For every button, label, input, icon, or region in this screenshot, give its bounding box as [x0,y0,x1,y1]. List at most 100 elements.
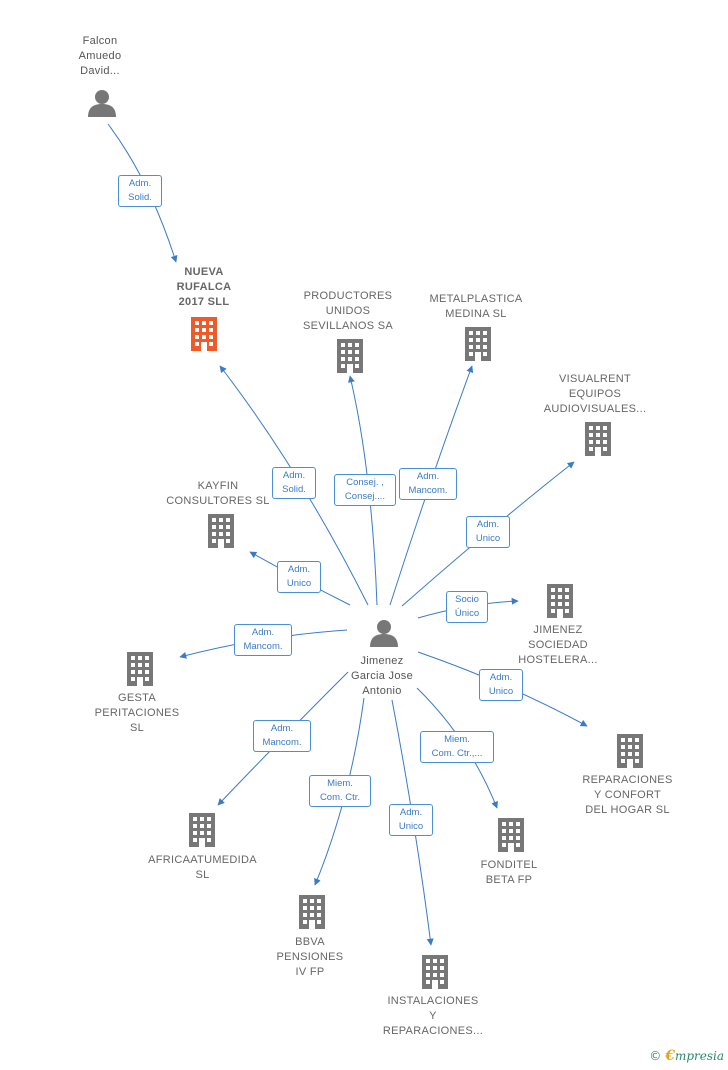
building-icon[interactable] [617,734,643,768]
edge-label-line: Mancom. [262,737,302,748]
edge-label-line: Adm. [270,723,294,734]
edge-label-line: Socio [455,594,479,605]
copyright-icon: © [649,1049,662,1063]
label-line: EQUIPOS [568,388,622,400]
label-line: PRODUCTORES [303,290,393,302]
label-line: AUDIOVISUALES... [543,403,647,415]
edge-label-jimenez-sociedad[interactable]: Socio Único [446,591,488,623]
edge-label-line: Adm. [476,519,500,530]
company-label-africaatumedida[interactable]: AFRICAATUMEDIDA SL [140,853,265,883]
person-icon[interactable] [88,90,116,117]
company-label-kayfin[interactable]: KAYFIN CONSULTORES SL [158,479,278,509]
company-label-gesta[interactable]: GESTA PERITACIONES SL [82,691,192,736]
edge-label-jimenez-metalplastica[interactable]: Adm. Mancom. [399,468,457,500]
edge-label-line: Adm. [251,627,275,638]
edge-label-jimenez-visualrent[interactable]: Adm. Unico [466,516,510,548]
label-line: HOSTELERA... [518,654,598,666]
label-line: NUEVA [184,266,224,278]
edge-label-line: Mancom. [243,641,283,652]
edge-label-line: Único [454,608,480,619]
building-icon[interactable] [585,422,611,456]
label-line: UNIDOS [325,305,371,317]
edge-label-line: Adm. [282,470,306,481]
label-line: RUFALCA [176,281,232,293]
edge-label-line: Adm. [287,564,311,575]
building-icon[interactable] [191,317,217,351]
label-line: Antonio [362,685,402,697]
label-line: CONSULTORES SL [166,495,270,507]
label-line: KAYFIN [197,480,239,492]
label-line: David... [80,65,120,77]
company-label-productores[interactable]: PRODUCTORES UNIDOS SEVILLANOS SA [288,289,408,334]
label-line: SOCIEDAD [528,639,588,651]
edge-label-jimenez-nueva[interactable]: Adm. Solid. [272,467,316,499]
person-icon[interactable] [370,620,398,647]
edge-label-line: Miem. [327,778,353,789]
edge-label-jimenez-gesta[interactable]: Adm. Mancom. [234,624,292,656]
label-line: DEL HOGAR SL [585,804,670,816]
building-icon[interactable] [465,327,491,361]
edge-label-falcon-nueva[interactable]: Adm. Solid. [118,175,162,207]
building-icon[interactable] [547,584,573,618]
company-label-bbva[interactable]: BBVA PENSIONES IV FP [265,935,355,980]
edge-label-line: Adm. [416,471,440,482]
label-line: JIMENEZ [533,624,583,636]
label-line: BBVA [295,936,325,948]
label-line: SL [129,722,145,734]
building-icon[interactable] [189,813,215,847]
company-label-jimenez-sociedad[interactable]: JIMENEZ SOCIEDAD HOSTELERA... [508,623,608,668]
edge-label-line: Unico [286,578,312,589]
building-icon[interactable] [208,514,234,548]
brand-logo-letter: € [665,1048,675,1064]
edge-label-jimenez-africa[interactable]: Adm. Mancom. [253,720,311,752]
edge-label-jimenez-kayfin[interactable]: Adm. Unico [277,561,321,593]
edge-label-line: Solid. [128,192,152,203]
company-label-instalaciones[interactable]: INSTALACIONES Y REPARACIONES... [378,994,488,1039]
edge-label-jimenez-reparaciones[interactable]: Adm. Unico [479,669,523,701]
company-label-nueva-rufalca[interactable]: NUEVA RUFALCA 2017 SLL [154,265,254,310]
building-icon[interactable] [127,652,153,686]
building-icon[interactable] [299,895,325,929]
edge-label-line: Adm. [128,178,152,189]
label-line: INSTALACIONES [387,995,479,1007]
edge-label-line: Unico [488,686,514,697]
label-line: Garcia Jose [351,670,413,682]
label-line: Y CONFORT [593,789,662,801]
edge-label-line: Miem. [444,734,470,745]
edge-label-line: Mancom. [408,485,448,496]
label-line: Jimenez [360,655,404,667]
label-line: PENSIONES [276,951,344,963]
label-line: MEDINA SL [445,308,507,320]
company-label-metalplastica[interactable]: METALPLASTICA MEDINA SL [416,292,536,322]
label-line: Amuedo [78,50,122,62]
edge-label-jimenez-productores[interactable]: Consej. , Consej.... [334,474,396,506]
label-line: IV FP [295,966,325,978]
company-label-visualrent[interactable]: VISUALRENT EQUIPOS AUDIOVISUALES... [535,372,655,417]
building-icon[interactable] [422,955,448,989]
label-line: Y [429,1010,437,1022]
edge-label-jimenez-fonditel[interactable]: Miem. Com. Ctr.,... [420,731,494,763]
building-icon[interactable] [498,818,524,852]
brand-name: mpresia [674,1049,724,1063]
edge-label-jimenez-instalaciones[interactable]: Adm. Unico [389,804,433,836]
person-label-jimenez[interactable]: Jimenez Garcia Jose Antonio [332,654,432,699]
building-icon[interactable] [337,339,363,373]
label-line: METALPLASTICA [429,293,523,305]
label-line: REPARACIONES [582,774,673,786]
label-line: SEVILLANOS SA [302,320,394,332]
edge-label-jimenez-bbva[interactable]: Miem. Com. Ctr. [309,775,371,807]
edge-label-line: Com. Ctr.,... [431,748,483,759]
edge-label-line: Adm. [399,807,423,818]
empresia-brand[interactable]: ©€mpresia [649,1048,724,1064]
label-line: GESTA [118,692,156,704]
label-line: REPARACIONES... [382,1025,484,1037]
company-label-reparaciones[interactable]: REPARACIONES Y CONFORT DEL HOGAR SL [570,773,685,818]
label-line: FONDITEL [480,859,538,871]
edge-label-line: Consej.... [344,491,386,502]
edge-label-line: Consej. , [346,477,384,488]
label-line: SL [195,869,210,881]
label-line: AFRICAATUMEDIDA [148,854,257,866]
person-label-falcon[interactable]: Falcon Amuedo David... [60,34,140,79]
company-label-fonditel[interactable]: FONDITEL BETA FP [464,858,554,888]
